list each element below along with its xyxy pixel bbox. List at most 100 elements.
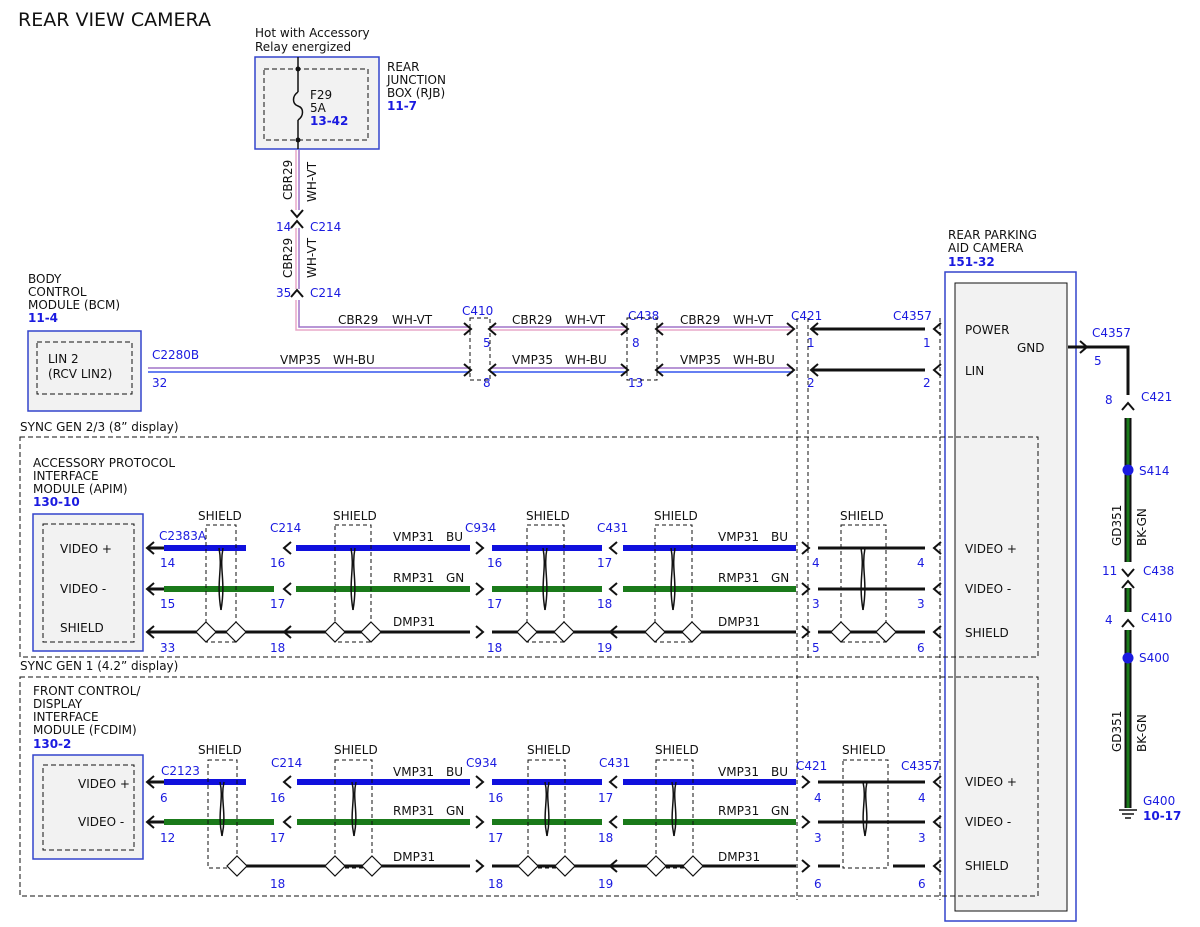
wire-label-gn-b1: GN [446, 804, 464, 818]
wire-label-gn-b2: GN [771, 804, 789, 818]
fuse-ref[interactable]: 13-42 [310, 114, 348, 128]
pin-k3: 3 [918, 831, 926, 845]
wire-label-gn-a2: GN [771, 571, 789, 585]
shield-label-b5: SHIELD [842, 743, 886, 757]
pin-j3: 3 [814, 831, 822, 845]
fcdim-name-2: DISPLAY [33, 697, 83, 711]
wire-label-whbu-2: WH-BU [565, 353, 607, 367]
apim-box [32, 513, 144, 652]
pin-g18: 18 [270, 877, 285, 891]
shield-label-a3: SHIELD [526, 509, 570, 523]
rjb-name-2: JUNCTION [386, 73, 446, 87]
connector-c410-gnd[interactable]: C410 [1141, 611, 1172, 625]
shield-label-a2: SHIELD [333, 509, 377, 523]
splice-s414-label: S414 [1139, 464, 1170, 478]
wire-label-vmp35-1: VMP35 [280, 353, 321, 367]
shield-label-a1: SHIELD [198, 509, 242, 523]
apim-shield-boxes [205, 524, 887, 643]
splice-s400-label: S400 [1139, 651, 1170, 665]
pin-f6: 6 [160, 791, 168, 805]
pin-e4: 4 [917, 556, 925, 570]
bcm-pin-rcvlin2: (RCV LIN2) [48, 367, 112, 381]
wire-label-whvt-4: WH-VT [565, 313, 606, 327]
sync23-label: SYNC GEN 2/3 (8” display) [20, 420, 179, 434]
c214-arrow-bottom [290, 219, 304, 229]
fuse-id: F29 [310, 88, 332, 102]
fcdim-name-1: FRONT CONTROL/ [33, 684, 141, 698]
ground-g400[interactable]: G400 [1143, 794, 1175, 808]
pin-a16: 16 [270, 556, 285, 570]
apim-name-1: ACCESSORY PROTOCOL [33, 456, 175, 470]
fuse-amps: 5A [310, 101, 327, 115]
wire-label-whvt-5: WH-VT [733, 313, 774, 327]
connector-c410[interactable]: C410 [462, 304, 493, 318]
connector-outlines [469, 317, 941, 900]
gnd-arrow [1079, 340, 1089, 354]
wire-label-bkgn-1: BK-GN [1135, 508, 1149, 546]
pin-c4357-2: 2 [923, 376, 931, 390]
wire-label-vmp31-a2: VMP31 [718, 530, 759, 544]
pin-d3: 3 [812, 597, 820, 611]
connector-c2123[interactable]: C2123 [161, 764, 200, 778]
pin-c438-13: 13 [628, 376, 643, 390]
connector-c421-gnd[interactable]: C421 [1141, 390, 1172, 404]
connector-c214-apim[interactable]: C214 [270, 521, 301, 535]
connector-c421-fcdim[interactable]: C421 [796, 759, 827, 773]
pin-h16: 16 [488, 791, 503, 805]
camera-name-2: AID CAMERA [948, 241, 1024, 255]
connector-c4357-gnd[interactable]: C4357 [1092, 326, 1131, 340]
connector-c438-gnd[interactable]: C438 [1143, 564, 1174, 578]
connector-c214-b[interactable]: C214 [310, 286, 341, 300]
bcm-pin-lin2: LIN 2 [48, 352, 79, 366]
fcdim-name-3: INTERFACE [33, 710, 99, 724]
pin-k4: 4 [918, 791, 926, 805]
sync1-label: SYNC GEN 1 (4.2” display) [20, 659, 178, 673]
c214-arrow-top [290, 209, 304, 219]
rjb-ref[interactable]: 11-7 [387, 99, 417, 113]
fcdim-shield-diamonds [226, 855, 704, 877]
pin-e6: 6 [917, 641, 925, 655]
connector-c4357-fcdim[interactable]: C4357 [901, 759, 940, 773]
pin-a17: 17 [270, 597, 285, 611]
apim-ref[interactable]: 130-10 [33, 495, 80, 509]
pin-i18: 18 [598, 831, 613, 845]
connector-c431-apim[interactable]: C431 [597, 521, 628, 535]
connector-c4357-top[interactable]: C4357 [893, 309, 932, 323]
camera-pin-gnd: GND [1017, 341, 1045, 355]
connector-c421-top[interactable]: C421 [791, 309, 822, 323]
fcdim-box [32, 754, 144, 860]
connector-c934-apim[interactable]: C934 [465, 521, 496, 535]
connector-c2383a[interactable]: C2383A [159, 529, 207, 543]
ground-g400-ref[interactable]: 10-17 [1143, 809, 1181, 823]
pin-c410-8: 8 [483, 376, 491, 390]
camera-ref[interactable]: 151-32 [948, 255, 995, 269]
fcdim-pin-video-pos: VIDEO + [78, 777, 130, 791]
connector-c214-a[interactable]: C214 [310, 220, 341, 234]
pin-gnd-5: 5 [1094, 354, 1102, 368]
wire-label-gn-a1: GN [446, 571, 464, 585]
pin-c2280b-32: 32 [152, 376, 167, 390]
bcm-name-3: MODULE (BCM) [28, 298, 120, 312]
splice-s400[interactable] [1122, 652, 1134, 664]
fcdim-shield-boxes [207, 759, 889, 869]
connector-c431-fcdim[interactable]: C431 [599, 756, 630, 770]
wire-label-cbr29-2: CBR29 [281, 238, 295, 278]
bcm-box [27, 330, 142, 412]
pin-j6: 6 [814, 877, 822, 891]
splice-s414[interactable] [1122, 464, 1134, 476]
connector-c214-fcdim[interactable]: C214 [271, 756, 302, 770]
apim-shield-diamonds [195, 621, 897, 643]
connector-c934-fcdim[interactable]: C934 [466, 756, 497, 770]
fuse-node-bottom [295, 137, 301, 143]
wire-label-cbr29-4: CBR29 [512, 313, 552, 327]
connector-c2280b[interactable]: C2280B [152, 348, 199, 362]
wire-label-bkgn-2: BK-GN [1135, 714, 1149, 752]
wire-label-gd351-2: GD351 [1110, 711, 1124, 752]
bcm-ref[interactable]: 11-4 [28, 311, 58, 325]
fcdim-ref[interactable]: 130-2 [33, 737, 71, 751]
wire-label-bu-a1: BU [446, 530, 463, 544]
fcdim-connector-arrows [145, 775, 942, 873]
connector-c438[interactable]: C438 [628, 309, 659, 323]
camera-pin-video-pos-1: VIDEO + [965, 542, 1017, 556]
shield-label-b2: SHIELD [334, 743, 378, 757]
